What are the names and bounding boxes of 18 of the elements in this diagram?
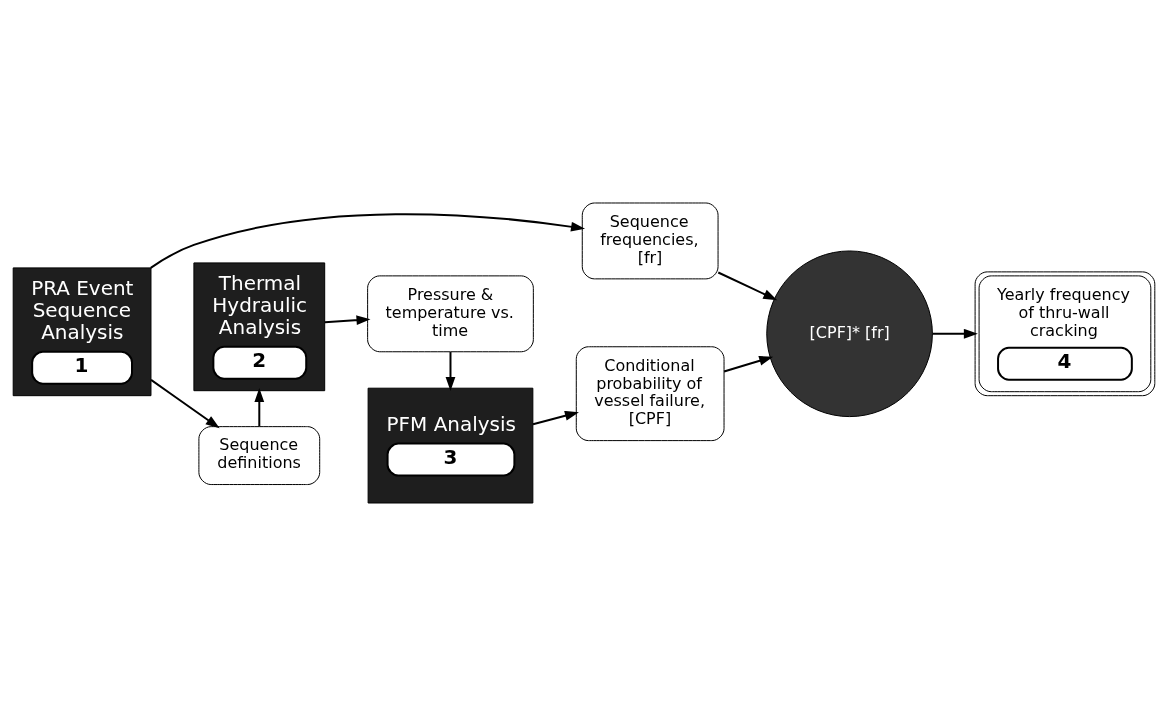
arrow xyxy=(532,410,579,425)
node-box: Thermal Hydraulic Analysis 2 xyxy=(193,261,326,391)
node-box: Pressure & temperature vs. time xyxy=(367,274,534,352)
arrow xyxy=(323,314,371,325)
arrow xyxy=(254,387,265,427)
arrow xyxy=(723,355,774,373)
node-box: Yearly frequency of thru-wall cracking 4 xyxy=(974,270,1156,396)
node-circle: [CPF]* [fr] xyxy=(766,249,933,417)
node-box: Sequence frequencies, [fr] xyxy=(581,202,719,279)
node-box: PRA Event Sequence Analysis 1 xyxy=(12,266,152,396)
node-box: PFM Analysis 3 xyxy=(367,387,534,503)
arrow xyxy=(149,212,586,269)
node-box: Conditional probability of vessel failure, [CPF] xyxy=(575,345,725,441)
node-box: Sequence definitions xyxy=(198,425,321,485)
arrow xyxy=(445,350,456,391)
arrow xyxy=(717,271,778,300)
arrow xyxy=(931,328,978,339)
arrow xyxy=(150,378,220,428)
